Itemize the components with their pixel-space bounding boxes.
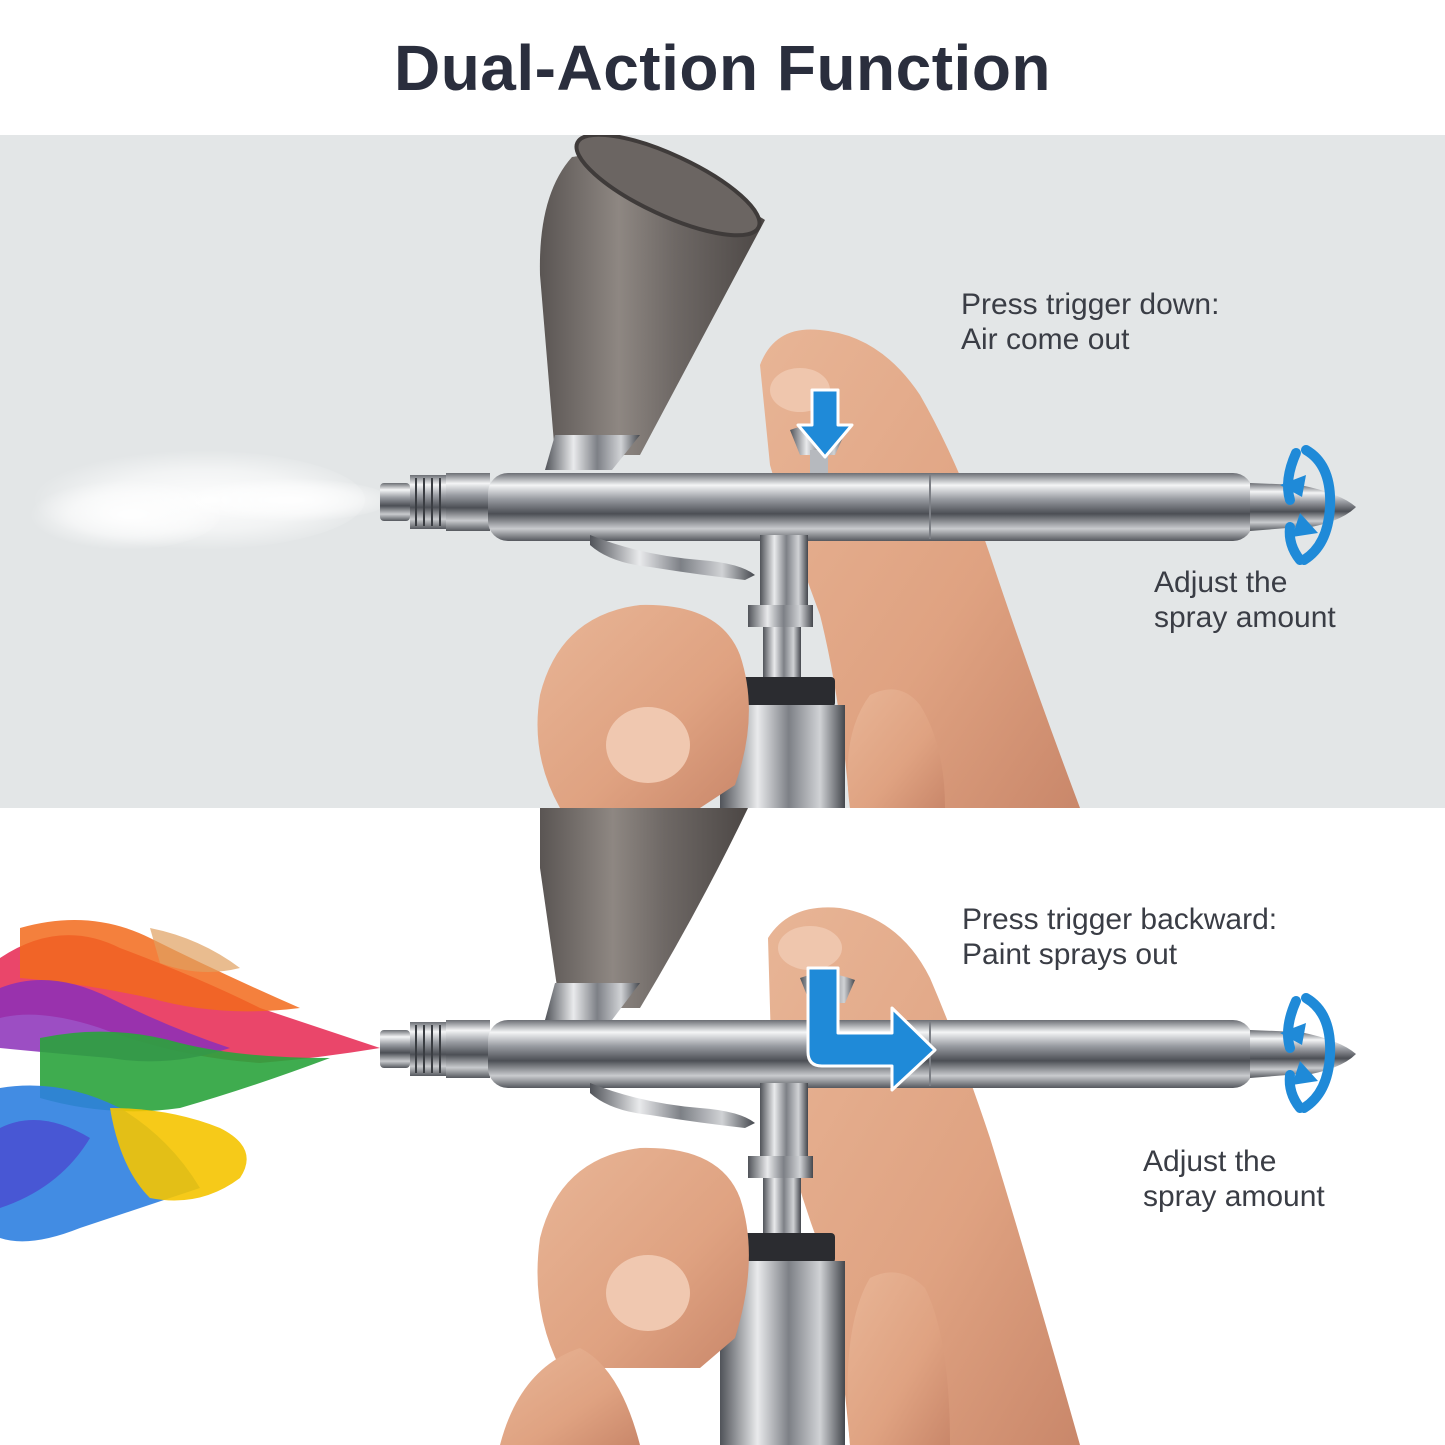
airbrush-scene-paint bbox=[0, 808, 1356, 1445]
rotate-icon bbox=[1280, 993, 1336, 1113]
panel-paint-mode: Press trigger backward: Paint sprays out… bbox=[0, 808, 1445, 1445]
arrow-down-right-icon bbox=[806, 966, 937, 1092]
airbrush-body bbox=[488, 473, 1356, 541]
adjust-caption: Adjust the spray amount bbox=[1154, 565, 1336, 635]
nozzle bbox=[380, 473, 490, 531]
adjust-caption-line1: Adjust the bbox=[1154, 566, 1288, 599]
arrow-down-icon bbox=[796, 388, 854, 459]
trigger-caption-line2: Air come out bbox=[961, 323, 1130, 356]
paint-cup bbox=[540, 808, 748, 1020]
adjust-caption-line2: spray amount bbox=[1154, 601, 1336, 634]
adjust-caption: Adjust the spray amount bbox=[1143, 1144, 1325, 1214]
rotate-icon bbox=[1280, 445, 1336, 565]
paint-cup bbox=[539, 135, 765, 470]
paint-spray-icon bbox=[0, 920, 380, 1242]
trigger-caption: Press trigger backward: Paint sprays out bbox=[962, 902, 1277, 972]
adjust-caption-line2: spray amount bbox=[1143, 1180, 1325, 1213]
airbrush-scene-air bbox=[15, 135, 1356, 808]
page-title: Dual-Action Function bbox=[393, 31, 1052, 104]
nozzle bbox=[380, 1020, 490, 1078]
mist-spray-icon bbox=[15, 450, 390, 550]
panel-air-mode: Press trigger down: Air come out Adjust … bbox=[0, 135, 1445, 808]
trigger-caption-line1: Press trigger backward: bbox=[962, 903, 1278, 936]
adjust-caption-line1: Adjust the bbox=[1143, 1145, 1277, 1178]
trigger-caption: Press trigger down: Air come out bbox=[961, 287, 1219, 357]
trigger-caption-line2: Paint sprays out bbox=[962, 938, 1178, 971]
trigger-caption-line1: Press trigger down: bbox=[961, 288, 1220, 321]
